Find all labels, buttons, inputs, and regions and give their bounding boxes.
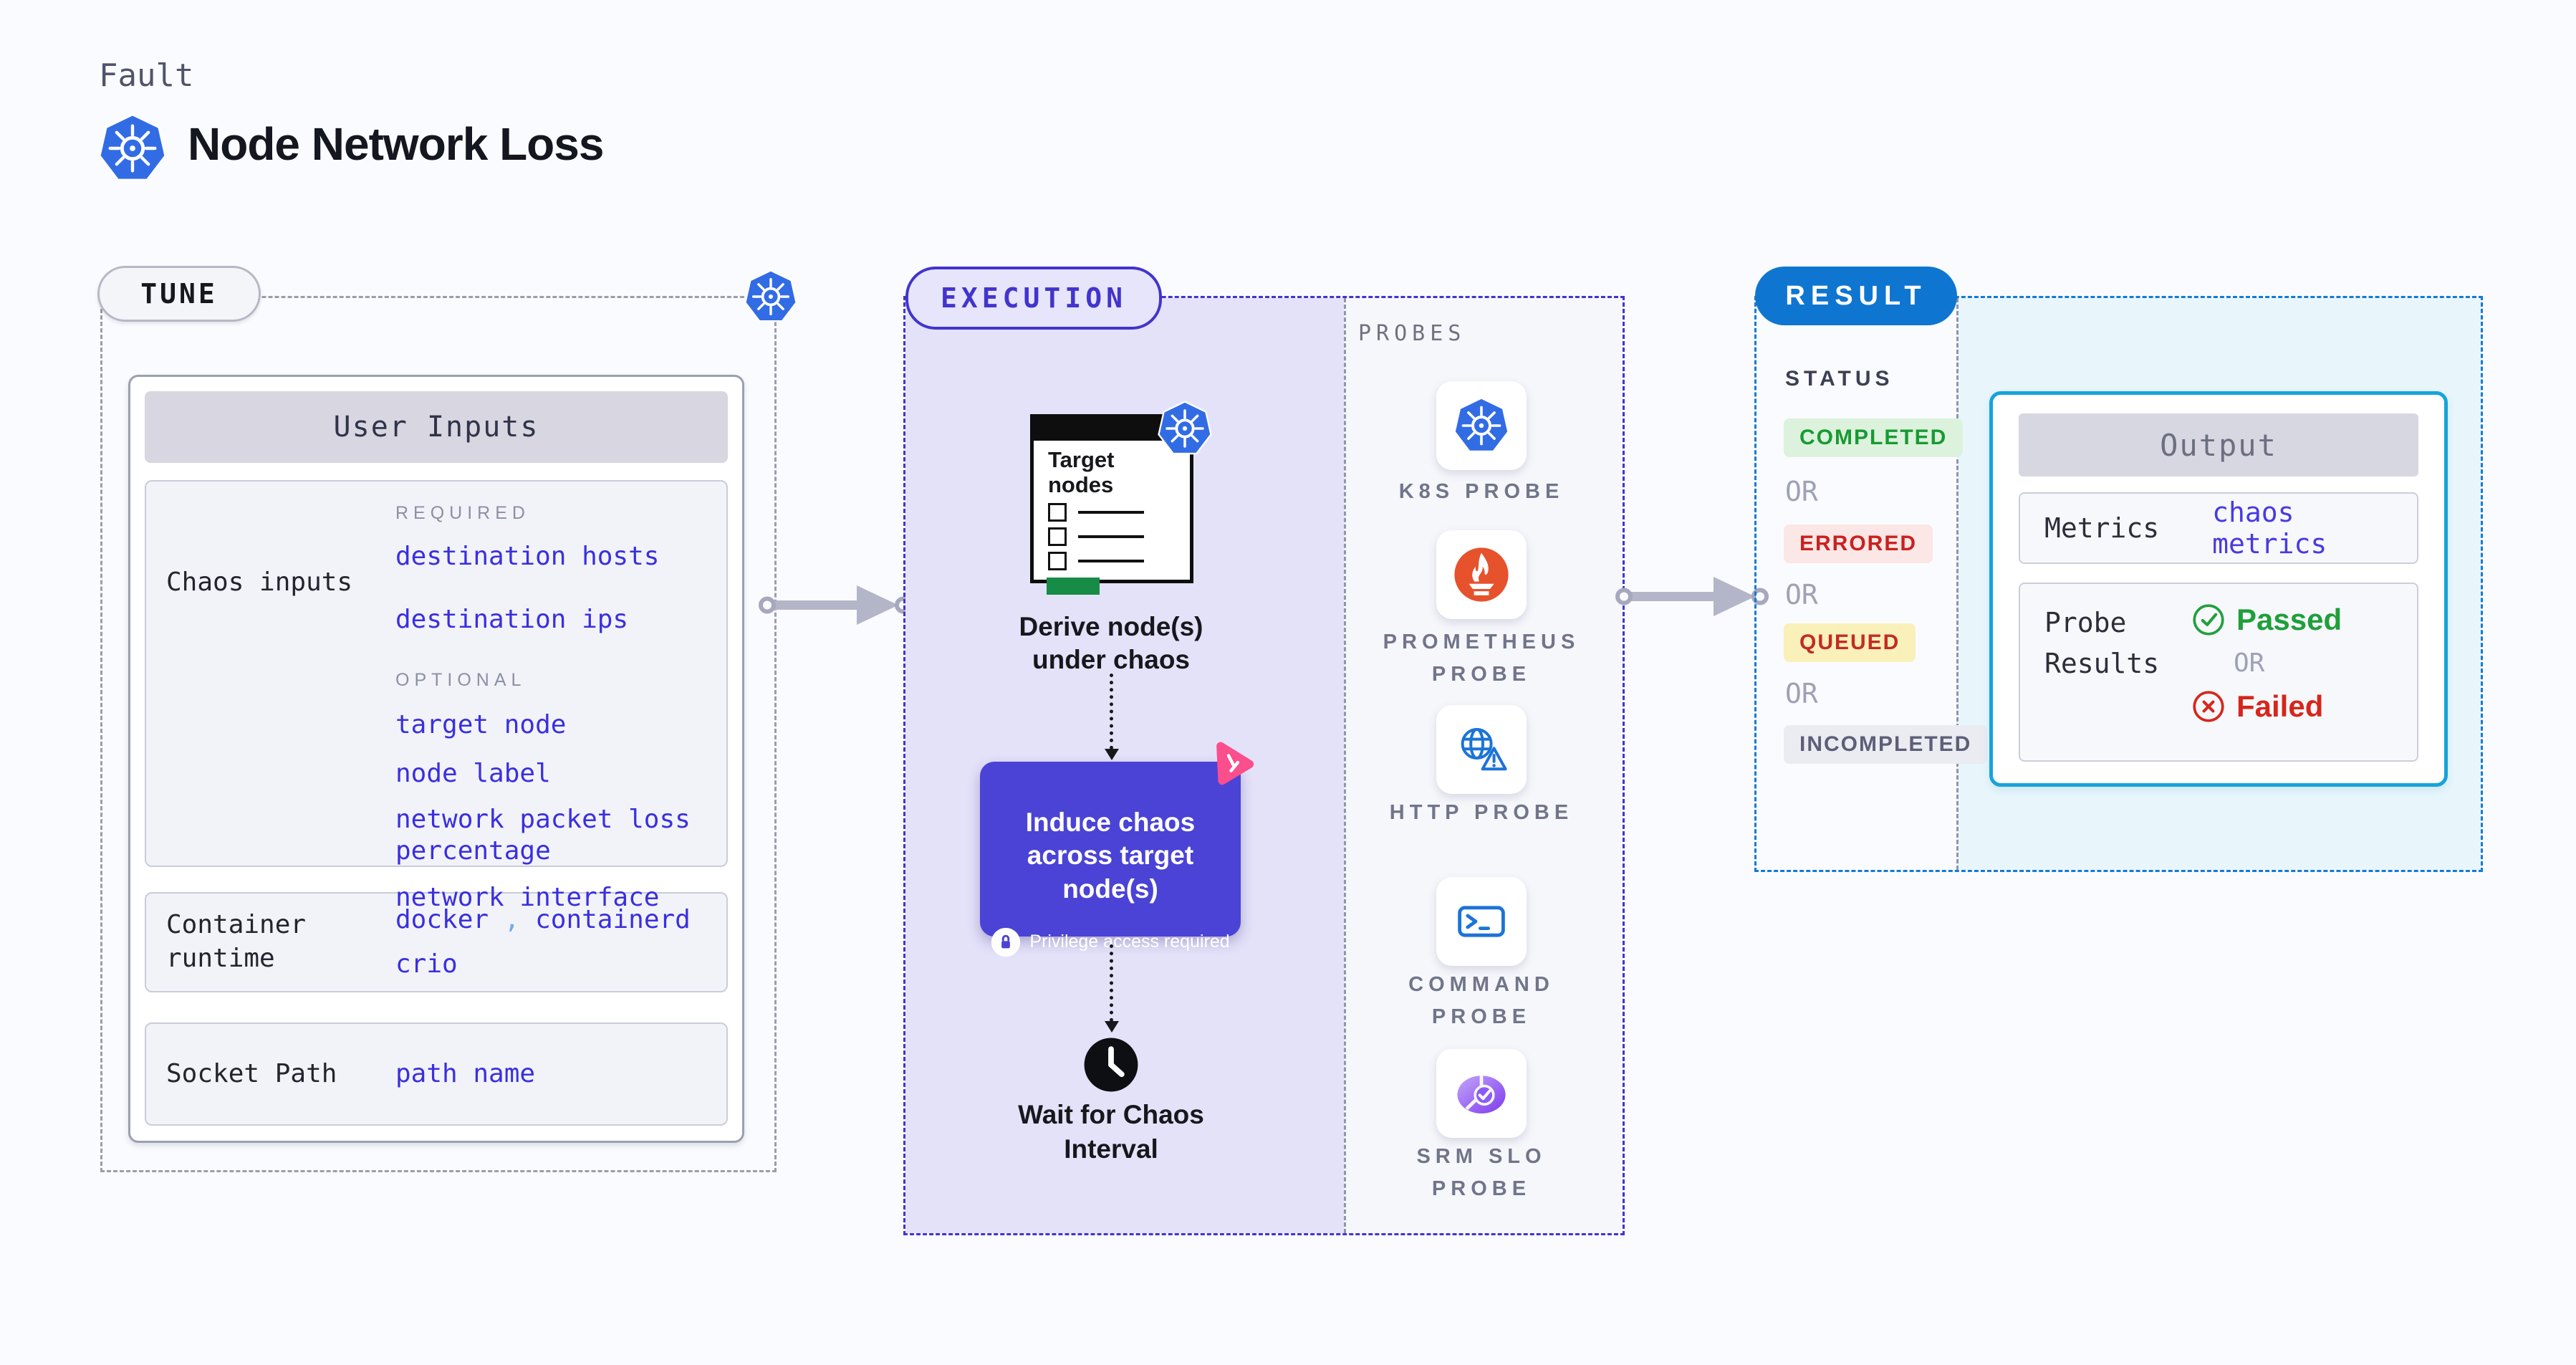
checkbox-icon <box>1048 527 1067 547</box>
probe-results-label: Probe Results <box>2044 607 2160 679</box>
comma-separator: , <box>504 905 520 935</box>
runtime-value: crio <box>395 949 458 979</box>
probe-tile <box>1436 705 1527 794</box>
list-line <box>1078 560 1144 563</box>
http-globe-warning-icon <box>1453 719 1510 780</box>
terminal-icon <box>1453 891 1510 952</box>
input-chip: network interface <box>395 883 660 913</box>
dotted-arrow-down <box>1105 944 1119 1033</box>
privilege-row: Privilege access required <box>980 927 1241 957</box>
status-badge-incompleted: INCOMPLETED <box>1784 725 1988 764</box>
container-runtime-label: Container runtime <box>166 910 307 973</box>
passed-label: Passed <box>2236 603 2342 636</box>
list-line <box>1078 535 1144 539</box>
checkbox-icon <box>1048 552 1067 571</box>
or-label: OR <box>2234 648 2265 678</box>
user-inputs-title: User Inputs <box>145 391 728 463</box>
socket-path-value: path name <box>395 1059 536 1089</box>
probe-label: HTTP PROBE <box>1389 801 1574 824</box>
probe-tile <box>1436 381 1527 470</box>
output-title: Output <box>2019 413 2418 476</box>
or-label: OR <box>1785 579 1818 610</box>
probe-label: COMMAND PROBE <box>1408 973 1554 1028</box>
wait-chaos-interval-label: Wait for Chaos Interval <box>1018 1100 1204 1164</box>
metrics-row: Metrics chaos metrics <box>2019 492 2418 564</box>
select-button <box>1047 578 1100 595</box>
induce-chaos-box: Induce chaos across target node(s) Privi… <box>980 762 1241 937</box>
x-circle-icon <box>2192 690 2225 723</box>
status-label: STATUS <box>1785 367 1894 391</box>
kubernetes-icon <box>97 112 168 185</box>
metrics-value: chaos metrics <box>2212 497 2327 560</box>
derive-nodes-label: Derive node(s) under chaos <box>1019 612 1203 675</box>
or-label: OR <box>1785 476 1818 507</box>
failed-label: Failed <box>2236 689 2324 723</box>
passed-line: Passed <box>2192 603 2393 637</box>
socket-path-row: Socket Path path name <box>145 1022 728 1126</box>
node-checklist-item <box>1048 503 1190 522</box>
kubernetes-icon <box>744 268 798 325</box>
kubernetes-icon <box>1453 396 1510 456</box>
probes-title: PROBES <box>1358 321 1466 346</box>
output-card: Output Metrics chaos metrics Probe Resul… <box>1989 391 2448 787</box>
status-badge-errored: ERRORED <box>1784 525 1933 563</box>
prometheus-icon <box>1453 545 1510 605</box>
socket-path-values: path name <box>367 1058 706 1090</box>
kubernetes-icon <box>1157 399 1213 458</box>
privilege-label: Privilege access required <box>1029 931 1230 952</box>
or-label: OR <box>1785 678 1818 709</box>
probe-label: PROMETHEUS PROBE <box>1383 631 1580 686</box>
result-badge: RESULT <box>1755 267 1957 325</box>
arrow-connector <box>1615 573 1769 621</box>
execution-badge: EXECUTION <box>905 267 1162 330</box>
probe-tile <box>1436 877 1527 966</box>
tune-badge: TUNE <box>97 266 261 322</box>
input-chip: destination ips <box>395 604 629 634</box>
arrow-connector <box>758 582 913 629</box>
input-chip: destination hosts <box>395 542 660 571</box>
metrics-label: Metrics <box>2044 512 2160 544</box>
probe-tile <box>1436 530 1527 619</box>
tune-section <box>100 296 777 1172</box>
target-nodes-label: Target nodes <box>1048 447 1115 497</box>
container-runtime-row: Container runtime docker , containerd cr… <box>145 892 728 992</box>
chaos-inputs-row: Chaos inputs REQUIRED destination hosts … <box>145 480 728 912</box>
dotted-arrow-down <box>1105 674 1119 760</box>
page-title: Node Network Loss <box>188 118 604 170</box>
checkbox-icon <box>1048 503 1067 522</box>
required-group-label: REQUIRED <box>395 503 530 523</box>
input-chip: node label <box>395 758 551 788</box>
status-badge-queued: QUEUED <box>1784 623 1916 662</box>
container-runtime-values: docker , containerd crio <box>367 904 706 980</box>
runtime-value: docker <box>395 905 489 935</box>
optional-group-label: OPTIONAL <box>395 669 527 690</box>
probe-results-values: Passed OR Failed <box>2166 603 2393 742</box>
chaos-inputs-label: Chaos inputs <box>166 567 353 597</box>
input-chip: target node <box>395 709 567 739</box>
status-badge-completed: COMPLETED <box>1784 418 1964 457</box>
probe-label: K8S PROBE <box>1398 480 1565 503</box>
user-inputs-card: User Inputs Chaos inputs REQUIRED destin… <box>128 375 744 1143</box>
probe-tile <box>1436 1049 1527 1138</box>
node-checklist <box>1048 503 1190 571</box>
lock-icon <box>991 927 1021 957</box>
probe-label: SRM SLO PROBE <box>1416 1145 1547 1200</box>
litmus-chaos-icon <box>1206 739 1259 791</box>
induce-chaos-label: Induce chaos across target node(s) <box>1025 808 1196 904</box>
chaos-inputs-values: REQUIRED destination hosts destination i… <box>367 503 706 912</box>
slo-pie-check-icon <box>1453 1063 1510 1124</box>
socket-path-label: Socket Path <box>166 1058 337 1088</box>
runtime-value: containerd <box>535 905 691 935</box>
target-nodes-window: Target nodes <box>1030 414 1193 595</box>
runtime-values-line: docker , containerd <box>395 904 706 936</box>
input-chip: network packet loss percentage <box>395 804 691 866</box>
fault-kicker: Fault <box>99 57 194 94</box>
list-line <box>1078 511 1144 514</box>
failed-line: Failed <box>2192 689 2393 724</box>
node-checklist-item <box>1048 552 1190 571</box>
clock-icon <box>1083 1037 1139 1093</box>
node-checklist-item <box>1048 527 1190 547</box>
check-circle-icon <box>2192 603 2225 636</box>
probe-results-row: Probe Results Passed OR Failed <box>2019 583 2418 762</box>
